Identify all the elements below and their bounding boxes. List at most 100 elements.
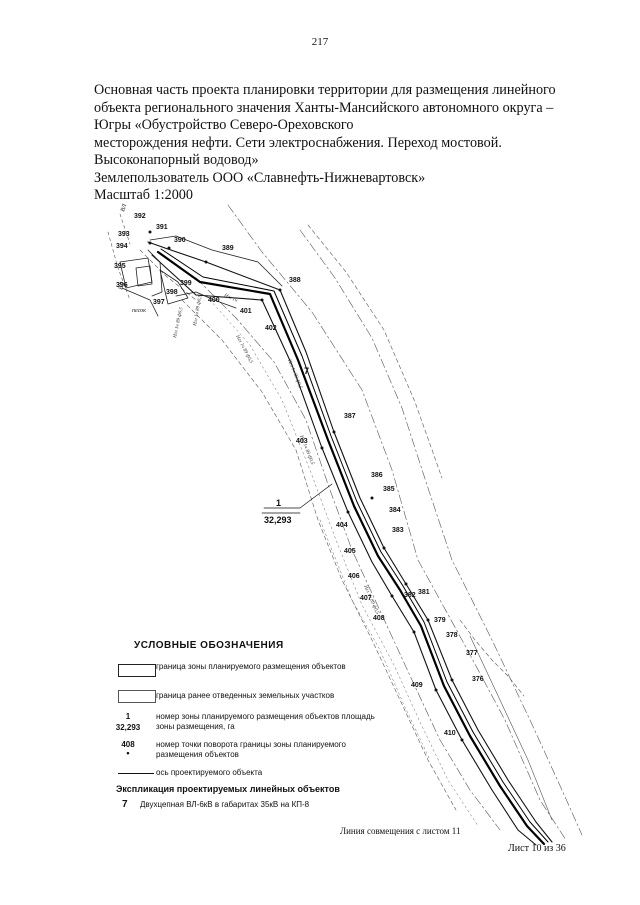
point-label: 400: [208, 297, 220, 304]
legend-text: ось проектируемого объекта: [156, 768, 263, 777]
point-label: 404: [336, 522, 348, 529]
allocated-plot: [149, 235, 283, 287]
point-label: 399: [180, 280, 192, 287]
legend-text: граница зоны планируемого размещения объ…: [156, 662, 346, 671]
point-label: 397: [153, 299, 165, 306]
turning-point-marker: [167, 246, 171, 250]
allocated-plot: [147, 249, 163, 297]
allocated-plot: [121, 287, 159, 317]
turning-point-marker: [148, 241, 152, 245]
point-label: 406: [348, 573, 360, 580]
legend-row-planned-zone: граница зоны планируемого размещения объ…: [108, 662, 388, 686]
turning-point-marker: [278, 288, 282, 292]
point-label: 387: [344, 413, 356, 420]
terrain-line: [181, 299, 457, 811]
terrain-line: [195, 277, 501, 831]
title-line: Югры «Обустройство Северо-Ореховского: [94, 117, 354, 133]
point-label: 396: [116, 282, 128, 289]
axis-swatch: [118, 773, 154, 774]
legend-text: номер точки поворота границы зоны планир…: [156, 740, 346, 759]
sheet-label: Лист 10 из 36: [508, 843, 566, 854]
point-label: 384: [389, 507, 401, 514]
zone-label-leader: [263, 483, 333, 509]
object-axis-offset: [160, 248, 549, 843]
point-label: 386: [371, 472, 383, 479]
turning-point-marker: [370, 496, 374, 500]
point-label: 407: [360, 595, 372, 602]
point-label: 377: [466, 650, 478, 657]
scale-label: Масштаб 1:2000: [94, 187, 193, 203]
legend-heading: УСЛОВНЫЕ ОБОЗНАЧЕНИЯ: [134, 640, 284, 651]
point-label: 381: [418, 589, 430, 596]
point-label: 379: [434, 617, 446, 624]
title-line: Высоконапорный водовод»: [94, 152, 259, 168]
terrain-line: [139, 249, 197, 301]
zone-number-label: 1: [276, 498, 281, 508]
zone-area-sample: 32,293: [115, 723, 141, 732]
turning-point-marker: [148, 230, 152, 234]
point-label: 385: [383, 486, 395, 493]
object-axis: [156, 250, 546, 846]
turning-point-marker: [404, 582, 408, 586]
point-label: 410: [444, 730, 456, 737]
turning-point-marker: [434, 688, 438, 692]
title-line: Основная часть проекта планировки террит…: [94, 82, 556, 98]
title-line: объекта регионального значения Ханты-Ман…: [94, 99, 554, 116]
point-label: 388: [289, 277, 301, 284]
title-block: Основная часть проекта планировки террит…: [94, 82, 594, 205]
allocated-plot: [175, 291, 237, 309]
terrain-line: [299, 229, 583, 836]
point-label: 398: [166, 289, 178, 296]
turning-points: [148, 230, 464, 742]
point-label: 390: [174, 237, 186, 244]
legend-row-axis: ось проектируемого объекта: [108, 768, 388, 780]
point-label: 389: [222, 245, 234, 252]
point-label: 376: [472, 676, 484, 683]
turning-point-marker: [460, 738, 464, 742]
point-label: 409: [411, 682, 423, 689]
legend-row-zone-number: 1 32,293 номер зоны планируемого размеще…: [108, 712, 388, 736]
point-label: 402: [265, 325, 277, 332]
zone-boundary-left: [151, 254, 537, 846]
title-line: Землепользователь ООО «Славнефть-Нижнева…: [94, 169, 426, 186]
terrain-line: [227, 204, 567, 841]
turning-point-marker: [382, 546, 386, 550]
point-label: 382: [404, 592, 416, 599]
point-label: 393: [118, 231, 130, 238]
zone-number-sample: 1: [125, 712, 131, 721]
legend-text: номер зоны планируемого размещения объек…: [156, 712, 375, 731]
turning-point-marker: [390, 594, 394, 598]
turning-point-marker: [260, 298, 264, 302]
point-label: 383: [392, 527, 404, 534]
terrain-line: [469, 635, 553, 821]
explication-item-text: Двухцепная ВЛ-6кВ в габаритах 35кВ на КП…: [140, 800, 310, 809]
turning-point-marker: [450, 678, 454, 682]
turning-point-marker: [204, 260, 208, 264]
map-annotation: Нгл 1ч 89 ф0,5: [234, 334, 254, 365]
point-label: 395: [114, 263, 126, 270]
turning-point-marker: [412, 630, 416, 634]
map-annotation: Нгл 1ч: [222, 293, 238, 304]
object-number-label: 7: [304, 366, 309, 376]
point-label: 405: [344, 548, 356, 555]
page-number: 217: [311, 36, 329, 48]
terrain-line: [459, 619, 525, 697]
point-label: 392: [134, 213, 146, 220]
explication-heading: Экспликация проектируемых линейных объек…: [116, 784, 340, 794]
zone-area-label: 32,293: [264, 515, 292, 525]
map-annotation: Нгл 1ч 89 ф0,5: [193, 294, 204, 327]
turning-point-marker: [346, 510, 350, 514]
point-sample: 408: [121, 740, 135, 749]
allocated-plot: [135, 265, 153, 287]
point-label: 378: [446, 632, 458, 639]
map-annotation: ВЛ: [118, 281, 126, 291]
turning-point-marker: [332, 430, 336, 434]
map-annotation: Нгл 1ч 89 ф0,5: [173, 306, 185, 339]
turning-point-marker: [320, 446, 324, 450]
point-label: 401: [240, 308, 252, 315]
terrain-line: [209, 299, 479, 827]
point-dot-icon: •: [126, 748, 130, 758]
turning-point-marker: [426, 618, 430, 622]
legend-text: граница ранее отведенных земельных участ…: [156, 691, 335, 700]
